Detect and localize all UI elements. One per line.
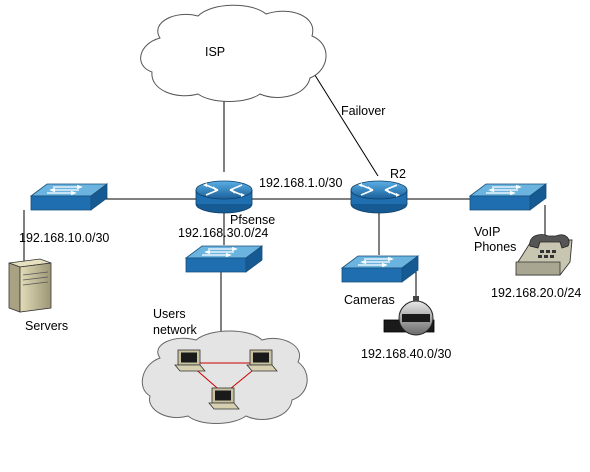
camera-icon bbox=[383, 296, 435, 336]
servers-subnet-label: 192.168.10.0/30 bbox=[19, 231, 109, 245]
pfsense-label: Pfsense bbox=[230, 213, 275, 227]
users-network-label-line1: Users bbox=[153, 307, 186, 321]
users-switch-icon bbox=[185, 245, 263, 273]
cameras-label: Cameras bbox=[344, 293, 395, 307]
users-lan-cloud bbox=[141, 330, 308, 424]
servers-switch-icon bbox=[30, 183, 108, 211]
isp-label: ISP bbox=[205, 45, 225, 59]
isp-cloud: ISP bbox=[140, 4, 327, 102]
voip-label-line1: VoIP bbox=[474, 225, 500, 239]
voip-label-line2: Phones bbox=[474, 240, 516, 254]
failover-label: Failover bbox=[341, 104, 385, 118]
r2-label: R2 bbox=[390, 167, 406, 181]
server-icon bbox=[8, 258, 52, 313]
link-isp-r2-failover bbox=[302, 55, 379, 177]
links bbox=[23, 55, 546, 340]
users-subnet-label: 192.168.30.0/24 bbox=[178, 226, 268, 240]
cameras-switch-icon bbox=[341, 255, 419, 283]
r2-router-icon bbox=[350, 180, 408, 214]
users-network-label-line2: network bbox=[153, 323, 198, 337]
servers-label: Servers bbox=[25, 319, 68, 333]
link-pfsense-r2-label: 192.168.1.0/30 bbox=[259, 176, 342, 190]
pfsense-router-icon bbox=[195, 180, 253, 214]
voip-switch-icon bbox=[469, 183, 547, 211]
phone-icon bbox=[515, 234, 573, 276]
voip-subnet-label: 192.168.20.0/24 bbox=[491, 286, 581, 300]
cameras-subnet-label: 192.168.40.0/30 bbox=[361, 347, 451, 361]
